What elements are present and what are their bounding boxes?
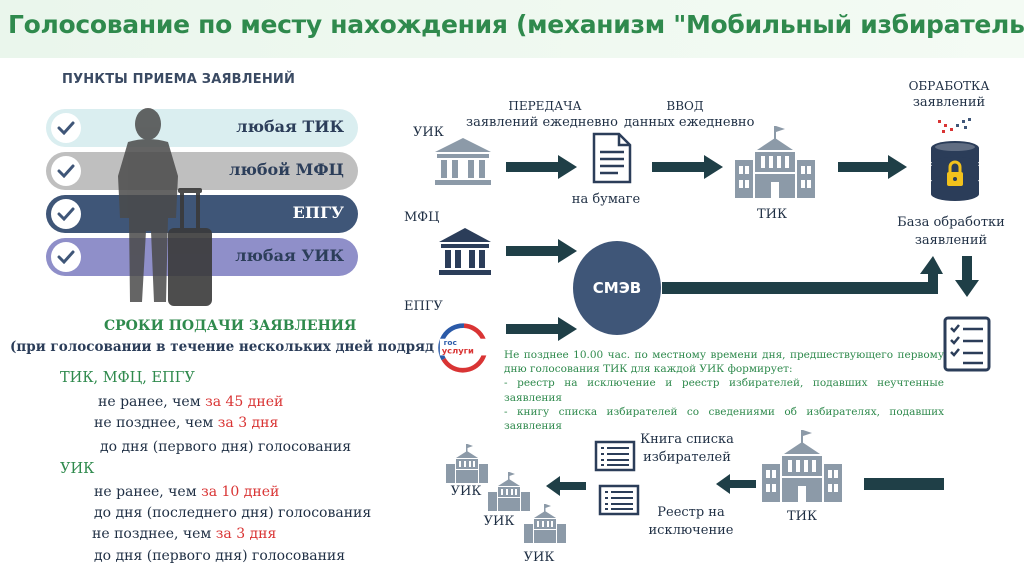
group2-line4: до дня (первого дня) голосования (94, 548, 346, 564)
group2-line3-prefix: не позднее, чем (92, 526, 216, 542)
arrow-to-database-icon (662, 256, 943, 294)
paper-document-icon (592, 132, 632, 184)
check-icon (51, 156, 81, 186)
group1-line3: до дня (первого дня) голосования (100, 439, 352, 455)
group1-line2: не позднее, чем за 3 дня (94, 415, 278, 431)
transfer-line1: ПЕРЕДАЧА (508, 99, 582, 113)
group2-line1-value: за 10 дней (201, 484, 280, 500)
deadlines-subtitle: (при голосовании в течение нескольких дн… (10, 339, 441, 355)
input-line2: данных ежедневно (624, 115, 755, 130)
book-list-icon (594, 440, 636, 472)
input-line1: ВВОД (666, 99, 704, 113)
tik-label: ТИК (756, 207, 788, 222)
uik-a-building-icon (446, 444, 488, 483)
processing-line2: заявлений (912, 95, 986, 110)
note-intro: Не позднее 10.00 час. по местному времен… (504, 349, 944, 376)
tik2-building-icon (762, 430, 842, 502)
arrow-left-icon (864, 478, 944, 490)
arrow-left-icon (546, 476, 586, 496)
check-icon (51, 242, 81, 272)
arrow-right-icon (652, 155, 723, 179)
group2-line3-value: за 3 дня (215, 526, 277, 542)
group1-line2-prefix: не позднее, чем (94, 415, 218, 431)
uik-b-label: УИК (483, 514, 515, 529)
group2-line1: не ранее, чем за 10 дней (94, 484, 279, 500)
point-pill: любая ТИК (46, 109, 358, 147)
processing-line1: ОБРАБОТКА (908, 79, 990, 93)
transfer-line2: заявлений ежедневно (466, 115, 618, 130)
uslugi-text: услуги (442, 346, 474, 356)
point-pill: ЕПГУ (46, 195, 358, 233)
registry-icon (598, 484, 640, 516)
book-line2: избирателей (643, 450, 731, 465)
arrow-right-icon (506, 239, 577, 263)
smev-label: СМЭВ (592, 279, 642, 297)
registry-line2: исключение (648, 523, 734, 538)
uik-a-label: УИК (450, 484, 482, 499)
group2-line2: до дня (последнего дня) голосования (94, 505, 372, 521)
tik2-label: ТИК (786, 509, 818, 524)
arrow-right-icon (506, 155, 577, 179)
mfc-building-icon (439, 228, 491, 275)
points-title: ПУНКТЫ ПРИЕМА ЗАЯВЛЕНИЙ (62, 72, 296, 87)
point-label: любой МФЦ (229, 160, 344, 179)
db-line1: База обработки (897, 215, 1005, 230)
registry-line1: Реестр на (657, 505, 725, 520)
page-title: Голосование по месту нахождения (механиз… (8, 10, 1024, 39)
group1-line1-prefix: не ранее, чем (98, 394, 206, 410)
header-bar (0, 0, 1024, 58)
book-line1: Книга списка (640, 432, 734, 447)
voter-with-suitcase-icon (118, 108, 212, 306)
tik-building-icon (735, 126, 815, 198)
group1-label: ТИК, МФЦ, ЕПГУ (60, 370, 195, 386)
paper-label: на бумаге (571, 192, 641, 207)
checklist-icon (943, 316, 991, 372)
smev-node: СМЭВ (573, 241, 661, 335)
uik-source-label: УИК (413, 125, 444, 140)
epgu-label: ЕПГУ (404, 299, 443, 314)
check-icon (51, 199, 81, 229)
arrow-right-icon (506, 317, 577, 341)
note-item-2: - книгу списка избирателей со сведениями… (504, 405, 944, 433)
mfc-label: МФЦ (404, 210, 440, 225)
point-pill: любой МФЦ (46, 152, 358, 190)
group1-line2-value: за 3 дня (217, 415, 279, 431)
point-label: ЕПГУ (292, 203, 344, 222)
gosuslugi-logo-icon: гос услуги (434, 320, 494, 376)
deadline-note: Не позднее 10.00 час. по местному времен… (504, 348, 944, 433)
uik-c-building-icon (524, 504, 566, 543)
uik-b-building-icon (488, 472, 530, 511)
check-icon (51, 113, 81, 143)
note-item-1: - реестр на исключение и реестр избирате… (504, 377, 944, 404)
arrow-right-icon (838, 155, 907, 179)
deadlines-title: СРОКИ ПОДАЧИ ЗАЯВЛЕНИЯ (104, 318, 357, 334)
group1-line1: не ранее, чем за 45 дней (98, 394, 283, 410)
arrow-left-icon (716, 474, 756, 494)
group2-line1-prefix: не ранее, чем (94, 484, 202, 500)
group2-line3: не позднее, чем за 3 дня (92, 526, 276, 542)
db-line2: заявлений (914, 233, 988, 248)
group1-line1-value: за 45 дней (205, 394, 284, 410)
point-label: любая УИК (235, 246, 344, 265)
uik-building-icon (435, 138, 491, 185)
arrow-down-icon (955, 256, 979, 297)
point-label: любая ТИК (236, 117, 344, 136)
gos-text: гос (444, 338, 457, 347)
group2-label: УИК (60, 461, 95, 477)
uik-c-label: УИК (523, 550, 555, 565)
database-lock-icon (931, 118, 979, 201)
